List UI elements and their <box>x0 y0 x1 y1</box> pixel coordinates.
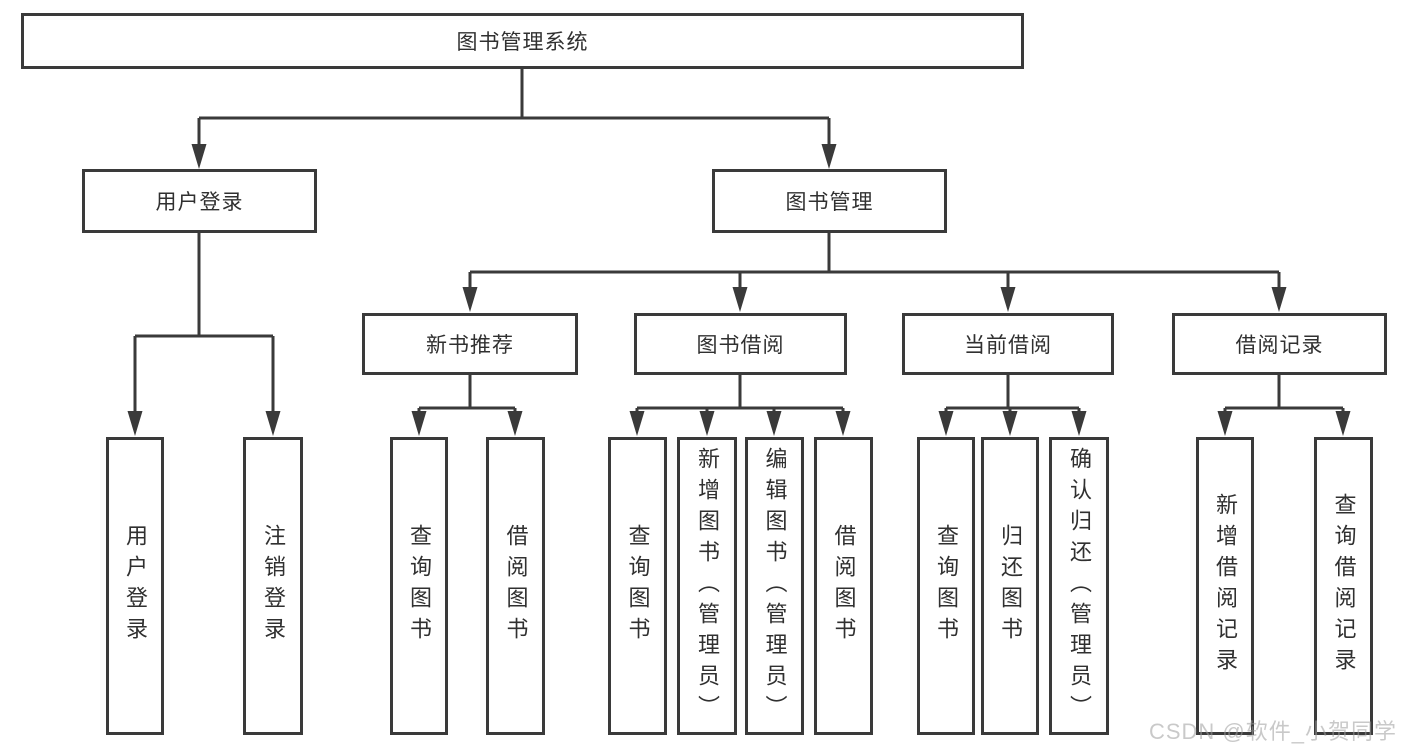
node-new-book-recommend: 新书推荐 <box>362 313 578 375</box>
node-borrow-record-label: 借阅记录 <box>1235 334 1324 357</box>
leaf-confirm-return-admin: 确认归还（管理员） <box>1049 437 1109 735</box>
leaf-edit-book-admin-label: 编辑图书（管理员） <box>762 446 788 726</box>
node-root-label: 图书管理系统 <box>456 31 589 54</box>
leaf-add-book-admin: 新增图书（管理员） <box>677 437 737 735</box>
leaf-query-book-newbook-label: 查询图书 <box>407 524 432 648</box>
leaf-add-book-admin-label: 新增图书（管理员） <box>695 446 720 726</box>
leaf-borrow-book: 借阅图书 <box>814 437 873 735</box>
leaf-return-book: 归还图书 <box>981 437 1039 735</box>
node-current-borrow-label: 当前借阅 <box>964 334 1052 357</box>
leaf-logout-label: 注销登录 <box>261 524 286 648</box>
leaf-query-borrow-record-label: 查询借阅记录 <box>1331 493 1357 679</box>
node-user-login-label: 用户登录 <box>155 191 244 214</box>
leaf-confirm-return-admin-label: 确认归还（管理员） <box>1067 446 1092 726</box>
leaf-user-login: 用户登录 <box>106 437 164 735</box>
leaf-logout: 注销登录 <box>243 437 303 735</box>
leaf-query-borrow-record: 查询借阅记录 <box>1314 437 1373 735</box>
leaf-query-book-newbook: 查询图书 <box>390 437 448 735</box>
leaf-return-book-label: 归还图书 <box>998 524 1023 648</box>
csdn-watermark: CSDN @软件_小贺同学 <box>1148 719 1397 744</box>
leaf-query-book-borrow: 查询图书 <box>608 437 667 735</box>
leaf-user-login-label: 用户登录 <box>123 524 148 648</box>
leaf-add-borrow-record: 新增借阅记录 <box>1196 437 1254 735</box>
leaf-edit-book-admin: 编辑图书（管理员） <box>745 437 804 735</box>
node-user-login: 用户登录 <box>82 169 317 233</box>
leaf-borrow-book-newbook-label: 借阅图书 <box>503 524 529 648</box>
leaf-borrow-book-newbook: 借阅图书 <box>486 437 545 735</box>
leaf-query-book-current: 查询图书 <box>917 437 975 735</box>
node-book-management-label: 图书管理 <box>785 191 874 214</box>
arrowheads <box>127 144 1351 436</box>
leaf-borrow-book-label: 借阅图书 <box>831 524 857 648</box>
node-book-management: 图书管理 <box>712 169 947 233</box>
node-root: 图书管理系统 <box>21 13 1024 69</box>
leaf-query-book-borrow-label: 查询图书 <box>625 524 651 648</box>
leaf-add-borrow-record-label: 新增借阅记录 <box>1213 493 1238 679</box>
node-book-borrow-label: 图书借阅 <box>696 334 785 357</box>
node-new-book-recommend-label: 新书推荐 <box>426 334 514 357</box>
node-borrow-record: 借阅记录 <box>1172 313 1387 375</box>
node-book-borrow: 图书借阅 <box>634 313 847 375</box>
leaf-query-book-current-label: 查询图书 <box>934 524 959 648</box>
node-current-borrow: 当前借阅 <box>902 313 1114 375</box>
